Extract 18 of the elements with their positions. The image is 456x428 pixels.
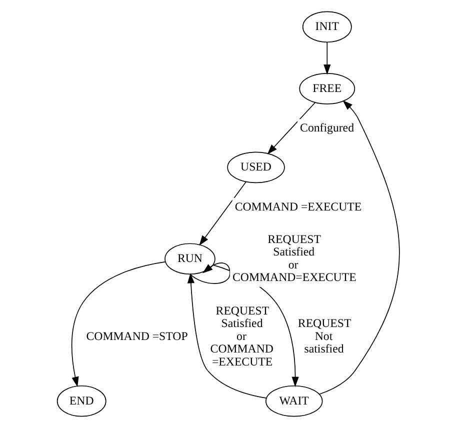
arrow	[189, 262, 230, 284]
node-ellipse: USED	[226, 152, 284, 184]
edge-label: COMMAND =EXECUTE	[234, 199, 362, 214]
edge-label: REQUEST Satisfied or COMMAND =EXECUTE	[210, 304, 273, 368]
arrow	[198, 181, 246, 246]
node-ellipse: INIT	[302, 11, 352, 43]
arrow	[266, 102, 315, 154]
edge-label: REQUEST Satisfied or COMMAND=EXECUTE	[232, 232, 356, 284]
arrow	[70, 261, 166, 388]
edge-label: REQUEST Not satisfied	[297, 316, 351, 356]
arrow	[186, 273, 266, 398]
edge-label: Configured	[300, 120, 354, 135]
edge-label: COMMAND =STOP	[86, 328, 188, 343]
node-ellipse: WAIT	[265, 385, 322, 417]
arrow	[318, 100, 400, 395]
node-ellipse: END	[56, 385, 106, 417]
arrow	[323, 42, 330, 75]
node-ellipse: FREE	[298, 73, 355, 104]
